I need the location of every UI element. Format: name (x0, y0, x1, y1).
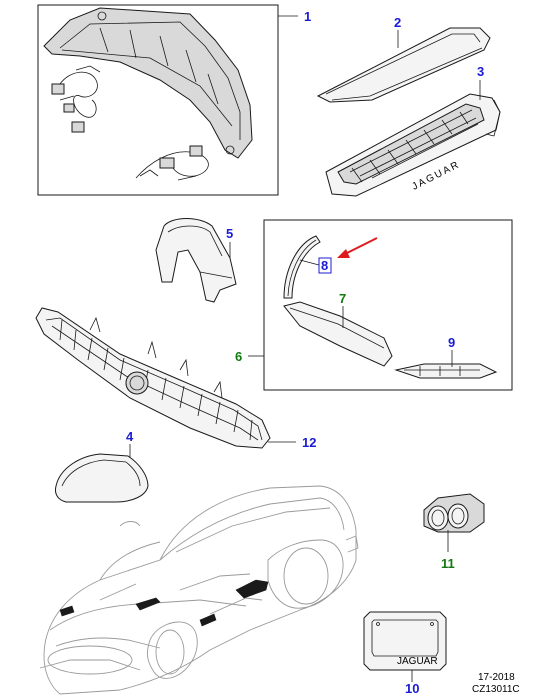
callout-4: 4 (126, 429, 134, 444)
illustration-code: CZ13011C (472, 684, 520, 695)
callout-2: 2 (394, 15, 401, 30)
diffuser-wiring-right (135, 145, 209, 181)
mirror-trim-strip-illustration (283, 235, 321, 299)
callout-5: 5 (226, 226, 233, 241)
mirror-base-cover-illustration (155, 218, 237, 303)
callout-6: 6 (235, 349, 242, 364)
front-grille-illustration (35, 307, 271, 449)
mirror-trim-blade-illustration (283, 301, 393, 367)
plate-frame-illustration: JAGUAR (363, 611, 447, 671)
side-vent-illustration: JAGUAR (325, 93, 501, 197)
callout-3: 3 (477, 64, 484, 79)
callout-11: 11 (441, 556, 455, 571)
diffuser-wiring-left (51, 65, 101, 133)
callout-9: 9 (448, 335, 455, 350)
car-illustration (39, 485, 359, 695)
year-code: 17-2018 (478, 672, 515, 683)
exhaust-tip-illustration (423, 493, 485, 533)
mirror-cap-illustration (55, 453, 149, 503)
callout-8: 8 (321, 258, 328, 273)
vent-blank-illustration (316, 27, 491, 103)
part-6-frame (263, 219, 513, 391)
callout-8-highlight-box (318, 257, 332, 274)
mirror-trim-insert-illustration (394, 363, 498, 379)
highlight-arrow (337, 237, 378, 258)
rear-diffuser-illustration (43, 7, 253, 159)
part-1-frame (37, 4, 279, 196)
callout-1: 1 (304, 9, 311, 24)
plate-frame-text: JAGUAR (397, 656, 438, 667)
leader-8 (299, 259, 320, 266)
callout-10: 10 (405, 681, 419, 696)
callout-12: 12 (302, 435, 316, 450)
callout-7: 7 (339, 291, 346, 306)
